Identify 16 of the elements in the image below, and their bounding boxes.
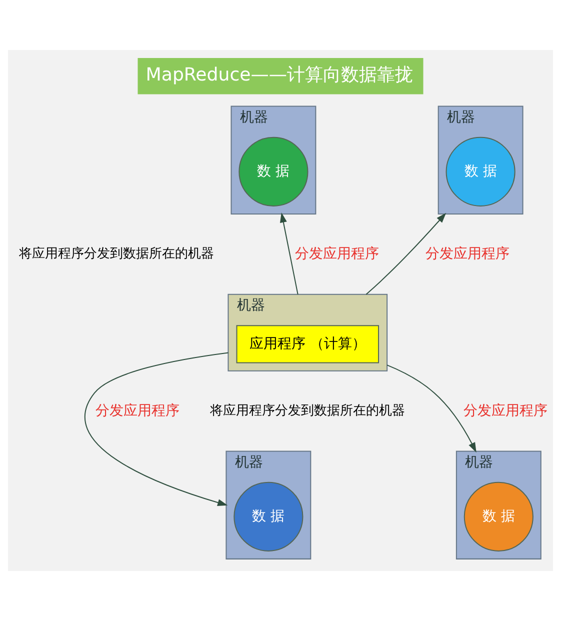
label: 将应用程序分发到数据所在的机器 bbox=[210, 403, 406, 418]
diagram-title: MapReduce——计算向数据靠拢 bbox=[146, 64, 413, 86]
edge-label: 分发应用程序 bbox=[426, 246, 510, 262]
node-circle: 数 据 bbox=[464, 482, 534, 552]
arrow bbox=[386, 364, 476, 453]
node-box: 应用程序 （计算） bbox=[236, 325, 380, 364]
arrow bbox=[280, 212, 298, 295]
node-circle: 数 据 bbox=[234, 482, 304, 552]
edge-label: 分发应用程序 bbox=[464, 402, 548, 419]
arrow bbox=[84, 352, 228, 506]
edge-label: 分发应用程序 bbox=[294, 246, 379, 262]
edge-label: 分发应用程序 bbox=[96, 402, 180, 419]
node-circle: 数 据 bbox=[446, 136, 516, 206]
label: 将应用程序分发到数据所在的机器 bbox=[19, 246, 214, 262]
node-circle: 数 据 bbox=[238, 136, 308, 206]
arrow bbox=[366, 212, 446, 295]
